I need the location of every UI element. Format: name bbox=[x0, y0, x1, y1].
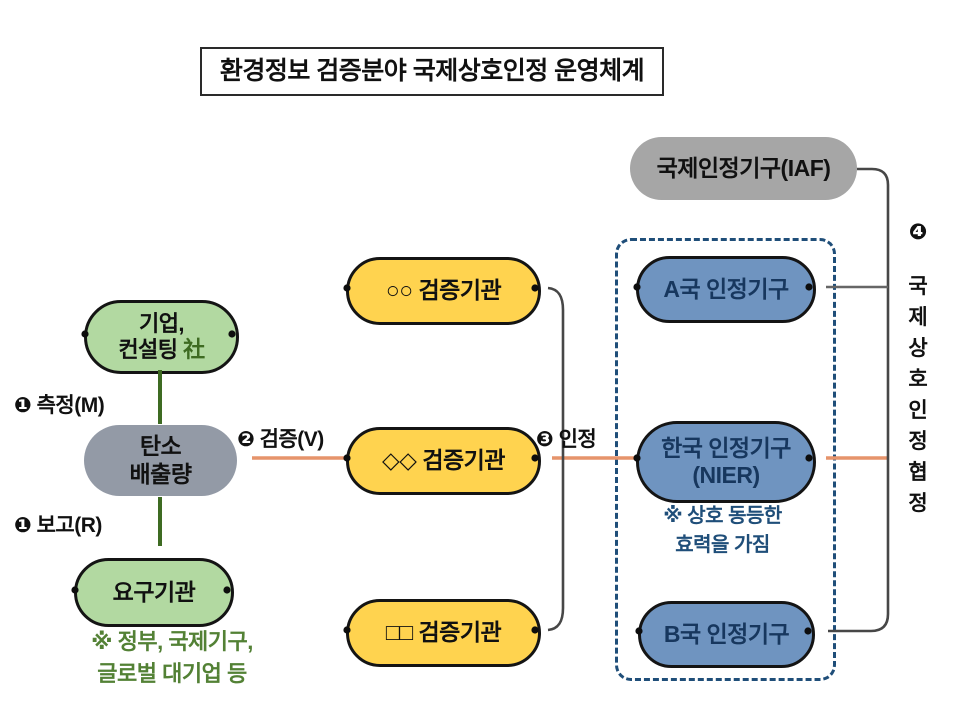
node-company-line2: 컨설팅 社 bbox=[118, 337, 205, 363]
node-accreditor-a-label: A국 인정기구 bbox=[663, 275, 789, 302]
node-verifier-square: □□ 검증기관 bbox=[346, 599, 541, 667]
line-iaf-trunk-to-b bbox=[828, 167, 890, 633]
node-accreditor-korea-line1: 한국 인정기구 bbox=[661, 434, 791, 461]
node-company: 기업, 컨설팅 社 bbox=[84, 300, 239, 374]
bracket-accredit-verifiers bbox=[547, 286, 565, 632]
node-iaf: 국제인정기구(IAF) bbox=[630, 137, 857, 200]
note-equal-effect: ※ 상호 동등한 효력을 가짐 bbox=[620, 502, 825, 560]
note-demand-examples-line1: ※ 정부, 국제기구, bbox=[91, 629, 253, 654]
note-equal-effect-line1: ※ 상호 동등한 bbox=[663, 505, 782, 527]
node-verifier-oo: ○○ 검증기관 bbox=[346, 257, 541, 325]
mra-char: 상 bbox=[908, 337, 928, 360]
label-step1-measure: ❶ 측정(M) bbox=[14, 394, 105, 417]
node-accreditor-b-label: B국 인정기구 bbox=[663, 620, 790, 647]
node-carbon-line1: 탄소 bbox=[139, 433, 182, 460]
node-verifier-diamond: ◇◇ 검증기관 bbox=[346, 427, 541, 495]
mra-char: 인 bbox=[908, 399, 928, 422]
node-accreditor-a: A국 인정기구 bbox=[636, 256, 816, 323]
node-accreditor-korea: 한국 인정기구 (NIER) bbox=[636, 421, 816, 503]
mra-char: 제 bbox=[908, 306, 928, 329]
label-step1-report: ❶ 보고(R) bbox=[14, 514, 102, 537]
mra-char: 협 bbox=[908, 461, 928, 484]
mra-char: 정 bbox=[908, 492, 928, 515]
mra-char: 호 bbox=[908, 368, 928, 391]
node-verifier-diamond-label: ◇◇ 검증기관 bbox=[382, 447, 505, 474]
diagram-title: 환경정보 검증분야 국제상호인정 운영체계 bbox=[200, 47, 664, 96]
node-company-line2-text: 컨설팅 bbox=[118, 337, 178, 362]
note-demand-examples: ※ 정부, 국제기구, 글로벌 대기업 등 bbox=[38, 626, 306, 690]
node-accreditor-b: B국 인정기구 bbox=[638, 601, 815, 668]
node-verifier-square-label: □□ 검증기관 bbox=[385, 619, 502, 646]
label-step4-number: ❹ bbox=[908, 219, 928, 244]
mra-char: 정 bbox=[908, 430, 928, 453]
label-step2-verify: ❷ 검증(V) bbox=[237, 428, 324, 451]
node-demand-org: 요구기관 bbox=[74, 558, 234, 627]
node-verifier-oo-label: ○○ 검증기관 bbox=[385, 277, 502, 304]
node-company-line1: 기업, bbox=[138, 311, 185, 337]
label-step3-accredit: ❸ 인정 bbox=[536, 428, 597, 451]
mra-char: 국 bbox=[908, 275, 928, 298]
node-carbon-emissions: 탄소 배출량 bbox=[84, 425, 237, 496]
note-demand-examples-line2: 글로벌 대기업 등 bbox=[97, 660, 247, 686]
node-iaf-label: 국제인정기구(IAF) bbox=[656, 154, 831, 181]
node-demand-org-label: 요구기관 bbox=[112, 578, 196, 605]
node-company-hanja: 社 bbox=[183, 337, 205, 362]
label-step4-mra: ❹ 국 제 상 호 인 정 협 정 bbox=[901, 219, 935, 514]
node-carbon-line2: 배출량 bbox=[129, 460, 192, 487]
node-accreditor-korea-line2: (NIER) bbox=[692, 462, 760, 488]
note-equal-effect-line2: 효력을 가짐 bbox=[675, 534, 770, 556]
